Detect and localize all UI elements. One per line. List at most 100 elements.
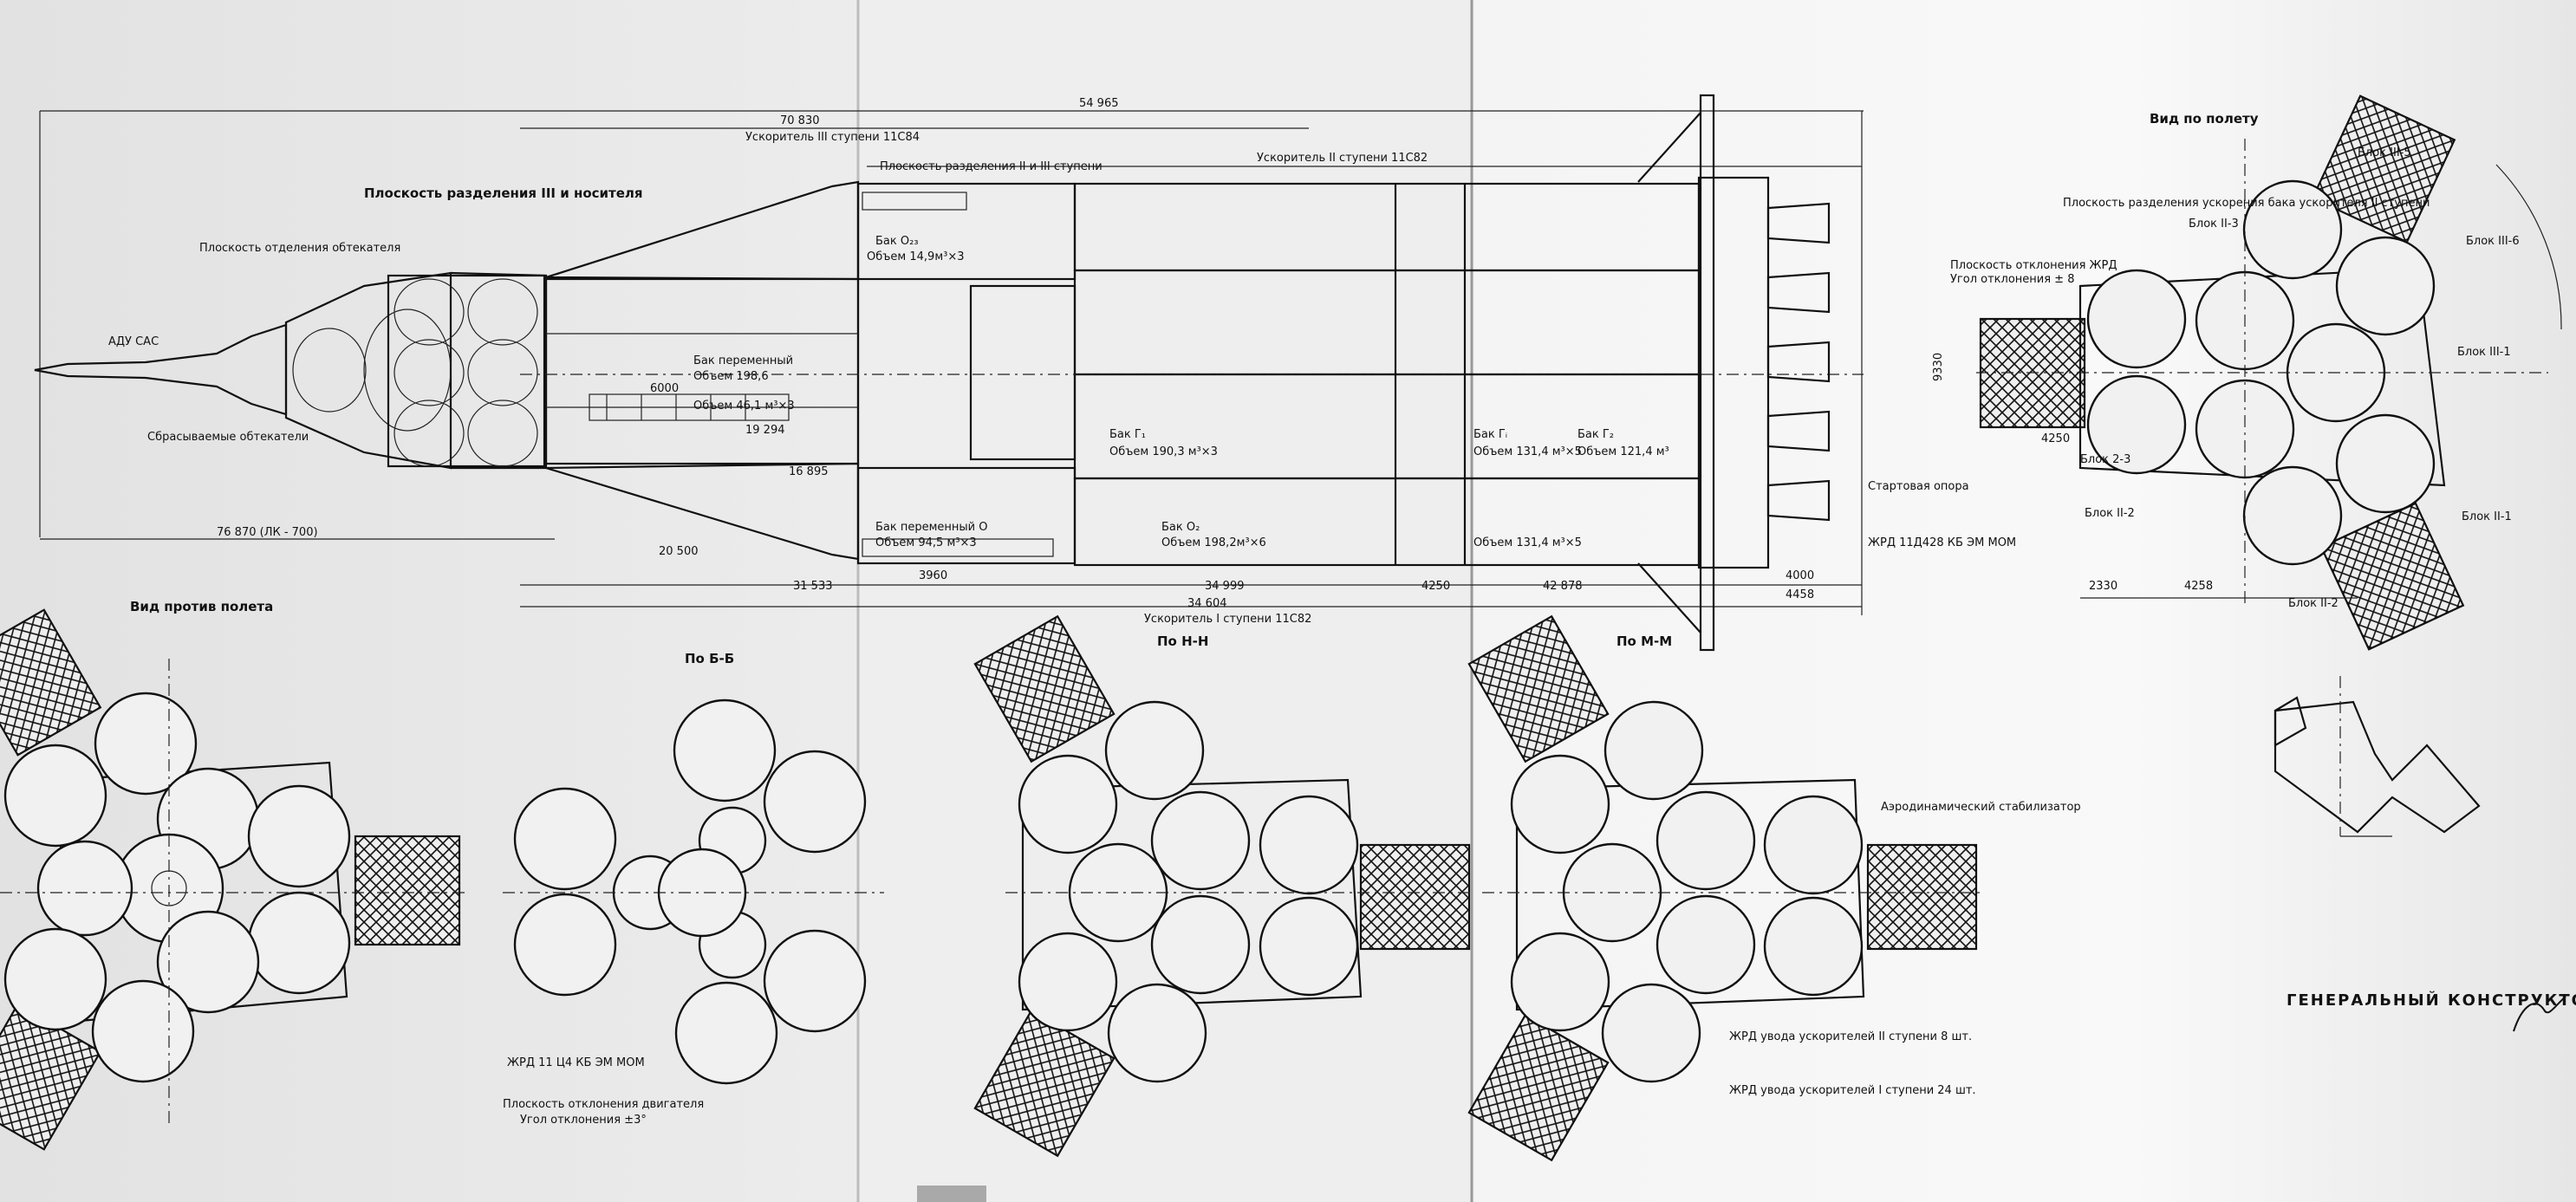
stage3-body (387, 274, 546, 468)
label-dim-3960: 3960 (919, 569, 947, 582)
label-dim-right-4250: 4250 (2041, 432, 2070, 445)
label-view-hh: По Н-Н (1157, 633, 1208, 649)
label-tank-o-upper: Бак О₂₃ (875, 235, 919, 248)
solar-panel-m3 (1866, 843, 1978, 951)
label-dim-right-4258: 4258 (2184, 580, 2213, 593)
label-dim-20500: 20 500 (659, 545, 699, 558)
label-dim-lk: 76 870 (ЛК - 700) (217, 526, 318, 539)
view-mm-tank-7 (1763, 896, 1864, 997)
view-by-flight: Вид по полету 2330 4258 4250 9330 Плоско… (1932, 94, 2562, 651)
view-flight-tank-9 (2242, 465, 2343, 566)
label-sep-plane-right: Плоскость разделения ускорения бака уско… (2063, 197, 2430, 210)
s3-sphere-3 (394, 400, 465, 467)
label-launch-support: Стартовая опора (1868, 480, 1969, 493)
view-a-tank-9 (3, 927, 107, 1031)
label-blok-3: Блок III-1 (2457, 346, 2511, 359)
s2-upper-pipe (862, 192, 967, 211)
view-bb-tank-5 (674, 981, 778, 1085)
label-blok-2: Блок III-6 (2466, 235, 2520, 248)
fairing-tank-1 (292, 328, 367, 413)
label-tank-gi-vol: Объем 131,4 м³×5 (1473, 445, 1582, 458)
label-dim-4250: 4250 (1421, 580, 1450, 593)
view-mm-tank-1 (1603, 700, 1704, 801)
label-dim-34999: 34 999 (1205, 580, 1245, 593)
label-sep-plane-3: Плоскость разделения III и носителя (364, 185, 643, 201)
view-mm-tank-3 (1656, 790, 1756, 891)
label-gimbal-angle: Угол отклонения ±3° (520, 1114, 647, 1127)
label-total-length: 54 965 (1079, 97, 1119, 110)
label-tank-peres-vol: Объем 14,9м³×3 (867, 250, 965, 263)
rocket-side-view (34, 94, 1864, 652)
label-stage2-engines: ЖРД увода ускорителей II ступени 8 шт. (1729, 1030, 1972, 1043)
label-dim-6000: 6000 (650, 382, 679, 395)
view-flight-tank-2 (2335, 236, 2436, 336)
label-stage3-title: Ускоритель III ступени 11С84 (745, 131, 920, 144)
detail-body (2274, 700, 2481, 834)
engine-nozzle-4 (1766, 410, 1831, 452)
label-dim-19294: 19 294 (745, 424, 785, 437)
view-mm-tank-2 (1510, 754, 1610, 854)
label-tank-peres-low-vol: Объем 94,5 м³×3 (875, 536, 977, 549)
detail-sas (2274, 676, 2481, 837)
pin-shadow (917, 1186, 986, 1202)
view-hh-tank-8 (1018, 932, 1118, 1032)
label-engine-small: ЖРД 11 Ц4 КБ ЭМ МОМ (507, 1056, 645, 1069)
view-mm-tank-9 (1601, 983, 1701, 1083)
view-bb-tank-3 (513, 787, 617, 891)
label-general-designer: ГЕНЕРАЛЬНЫЙ КОНСТРУКТОР (2287, 991, 2576, 1010)
view-hh-tank-1 (1104, 700, 1205, 801)
label-view-flight: Вид по полету (2150, 111, 2259, 127)
label-fairing-drop: Сбрасываемые обтекатели (147, 431, 309, 444)
engine-nozzle-5 (1766, 479, 1831, 522)
view-flight-arc (2495, 164, 2562, 330)
view-mm-tank-4 (1763, 795, 1864, 895)
view-a-tank-7 (247, 891, 351, 995)
solar-panel-r1 (2311, 94, 2456, 244)
label-tank-peres: Бак переменный (693, 354, 793, 367)
s3-sphere-5 (467, 339, 538, 406)
s2-lower-pipe (862, 538, 1054, 557)
label-tank-g-mid-vol: Объем 190,3 м³×3 (1109, 445, 1218, 458)
label-tank-g-mid: Бак Г₁ (1109, 428, 1146, 441)
label-tank-o-upper-vol2: Объем 46,1 м³×3 (693, 400, 795, 413)
label-stage1-length: 34 604 (1187, 597, 1227, 610)
fairing-tank-2 (363, 309, 452, 432)
label-tank-gi-low: Объем 131,4 м³×5 (1473, 536, 1582, 549)
label-view-a: Вид против полета (130, 599, 273, 614)
label-stage1-title: Ускоритель I ступени 11С82 (1144, 613, 1311, 626)
label-tank-o-low: Бак О₂ (1161, 521, 1200, 534)
label-dim-31533: 31 533 (793, 580, 833, 593)
view-flight-tank-3 (2086, 269, 2187, 369)
s1-interstage (969, 284, 1077, 461)
solar-panel-h1 (973, 614, 1116, 763)
label-stage3-length: 70 830 (780, 114, 820, 127)
label-sas-engine: АДУ САС (108, 335, 159, 348)
s3-sphere-6 (467, 400, 538, 467)
engine-nozzle-2 (1766, 271, 1831, 314)
view-flight-tank-6 (2086, 374, 2187, 475)
label-dim-9330: 9330 (1932, 353, 1945, 381)
label-stage2-title: Ускоритель II ступени 11С82 (1257, 152, 1428, 165)
s3-sphere-4 (467, 278, 538, 346)
label-blok-1: Блок III-5 (2358, 146, 2411, 159)
label-sep-angle: Угол отклонения ± 8 (1950, 273, 2074, 286)
label-tank-o-upper-vol: Объем 198,6 (693, 370, 769, 383)
label-dim-16895: 16 895 (789, 465, 829, 478)
s2-tube (589, 393, 790, 421)
view-a-tank-4 (247, 784, 351, 888)
support-strut-bottom (1637, 562, 1701, 633)
label-blok-7: Блок 2-3 (2080, 453, 2130, 466)
view-a-tank-1 (94, 692, 198, 796)
solar-panel-m2 (1467, 1013, 1610, 1162)
view-bb-tank-6 (763, 929, 867, 1033)
solar-panel-a3 (354, 835, 461, 946)
label-blok-5: Блок II-1 (2462, 510, 2512, 523)
view-mm-tank-6 (1656, 894, 1756, 995)
engine-nozzle-1 (1766, 202, 1831, 244)
signature (2513, 996, 2566, 1032)
view-a-tank-2 (3, 744, 107, 848)
label-dim-4458: 4458 (1786, 588, 1814, 601)
solar-panel-a1 (0, 608, 102, 757)
view-hh: По Н-Н (973, 614, 1473, 1158)
